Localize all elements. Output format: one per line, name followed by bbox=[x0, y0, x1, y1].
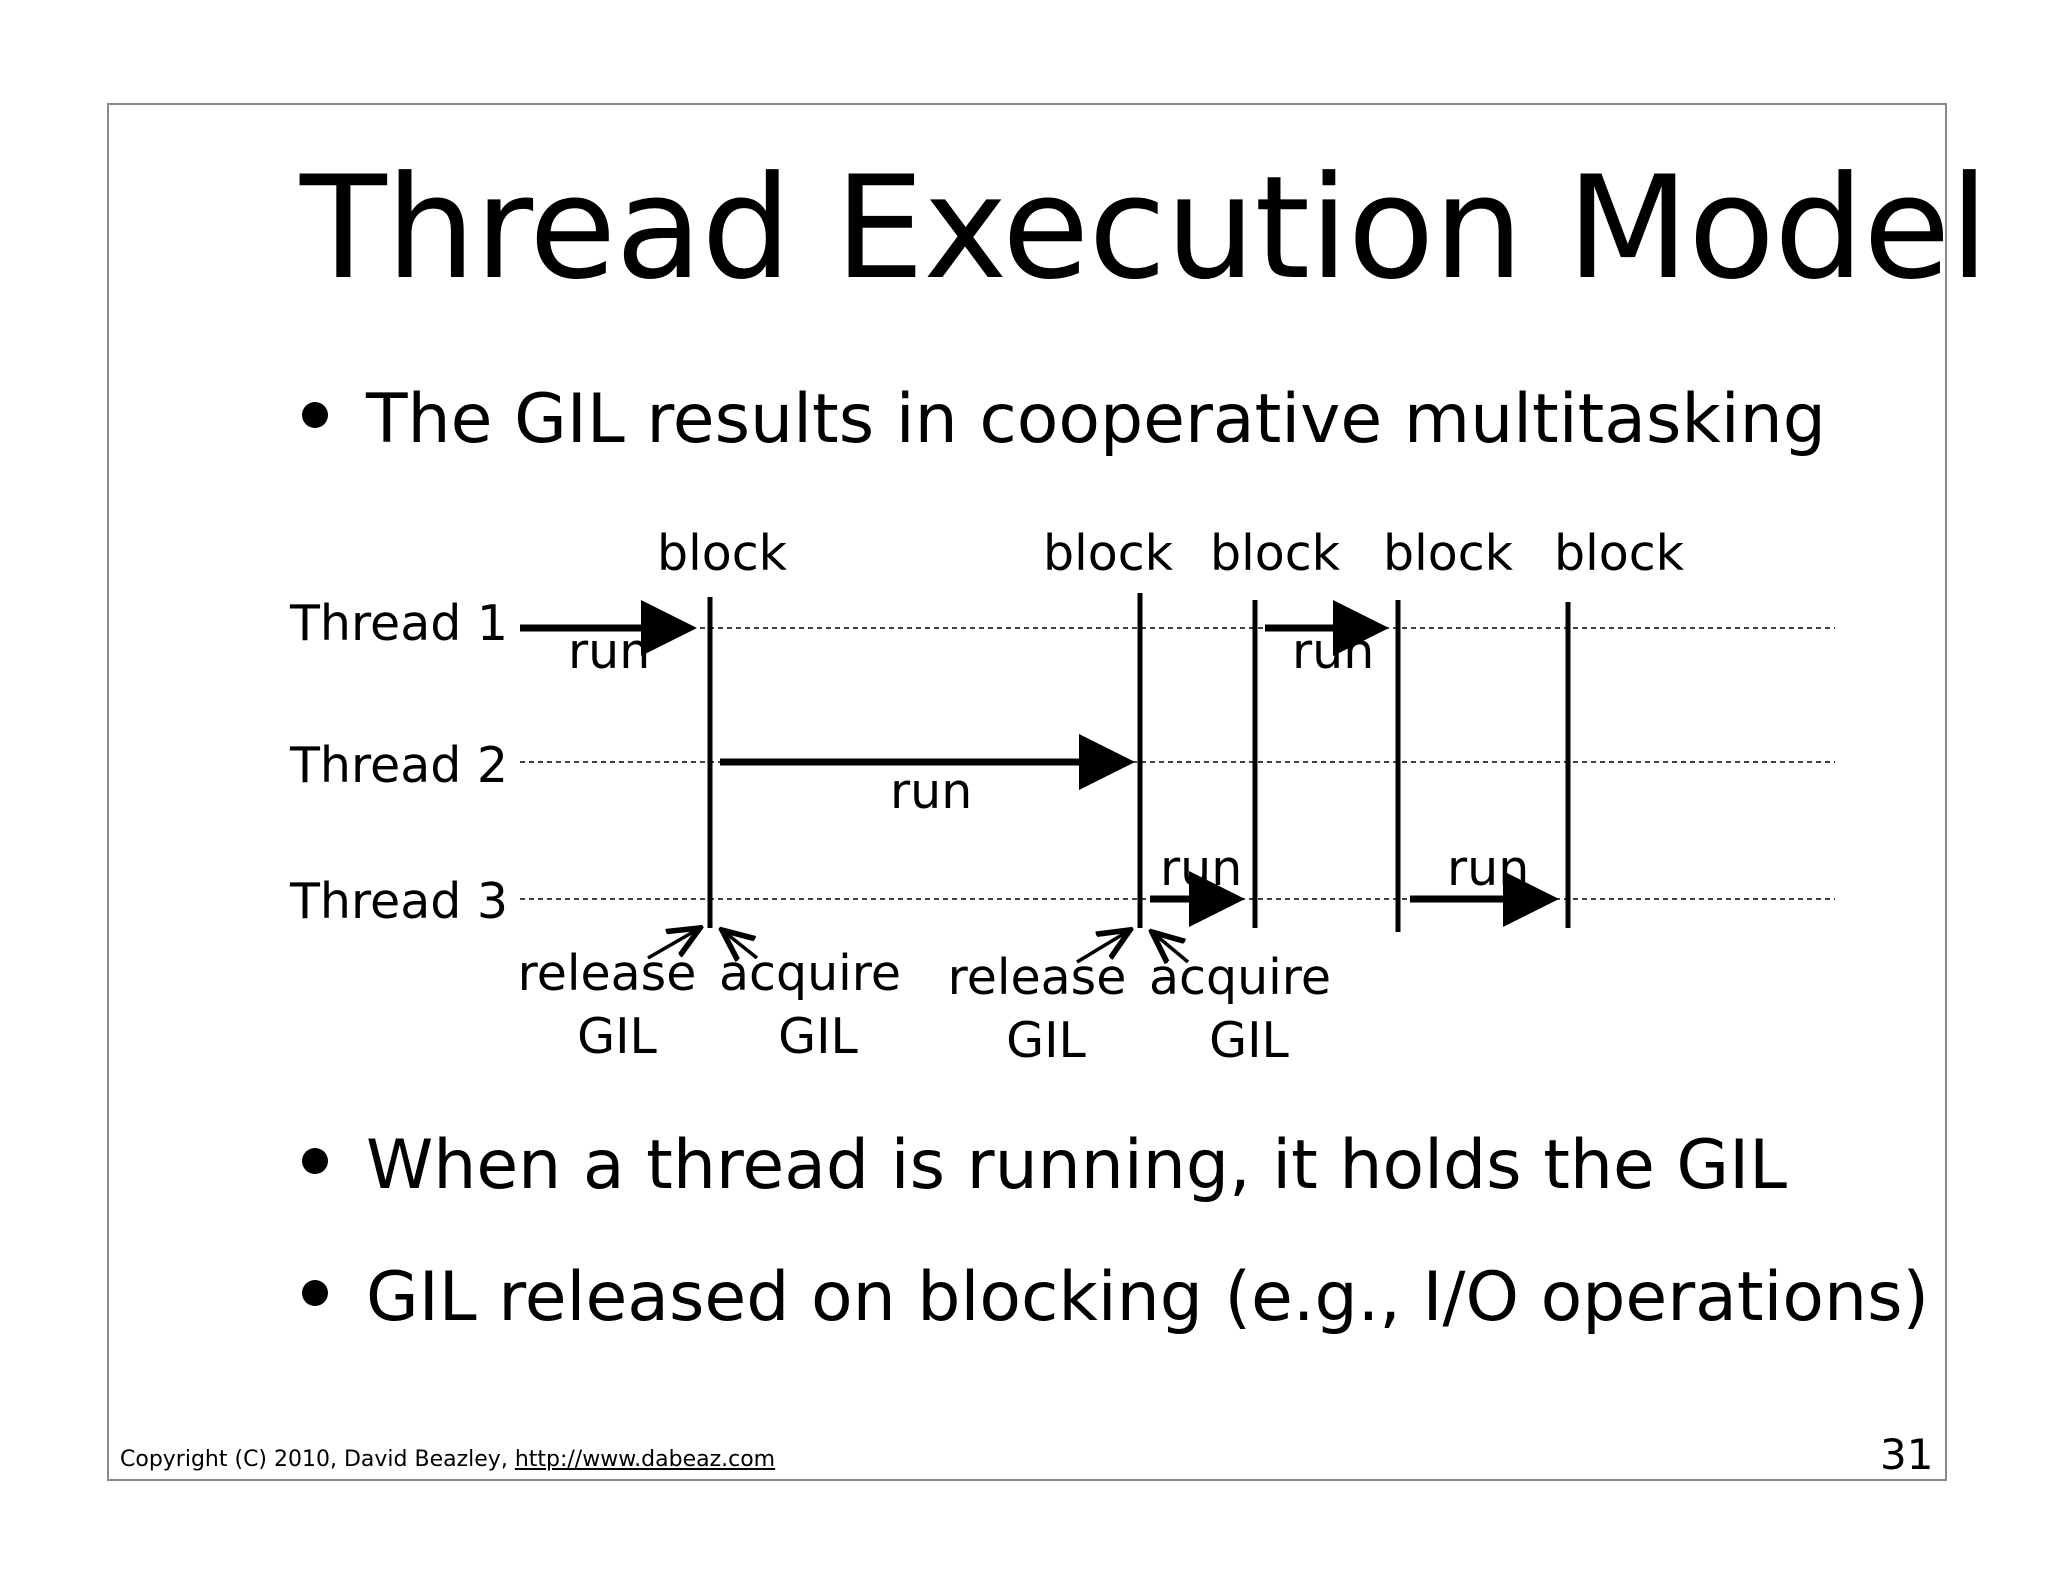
slide-frame bbox=[107, 103, 1947, 1481]
run-label-thread-3-b: run bbox=[1447, 840, 1529, 897]
bullet-3: GIL released on blocking (e.g., I/O oper… bbox=[302, 1264, 1929, 1332]
run-label-thread-2: run bbox=[890, 763, 972, 820]
bullet-1-text: The GIL results in cooperative multitask… bbox=[366, 380, 1826, 459]
block-label-3: block bbox=[1210, 525, 1341, 582]
release-gil-2-line2: GIL bbox=[1006, 1012, 1086, 1069]
release-gil-1-line1: release bbox=[518, 945, 697, 1002]
acquire-gil-1-line2: GIL bbox=[778, 1008, 858, 1065]
bullet-dot-icon bbox=[302, 1148, 328, 1175]
run-label-thread-3-a: run bbox=[1160, 840, 1242, 897]
acquire-gil-pointer-2 bbox=[1152, 932, 1190, 962]
block-label-4: block bbox=[1383, 525, 1514, 582]
acquire-gil-pointer-1 bbox=[722, 930, 759, 958]
block-label-1: block bbox=[657, 525, 788, 582]
slide-title: Thread Execution Model bbox=[300, 146, 1989, 311]
copyright-footer: Copyright (C) 2010, David Beazley, http:… bbox=[120, 1447, 775, 1472]
copyright-text: Copyright (C) 2010, David Beazley, bbox=[120, 1447, 515, 1472]
bullet-dot-icon bbox=[302, 1280, 328, 1307]
release-gil-pointer-1 bbox=[647, 928, 700, 960]
release-gil-pointer-2 bbox=[1076, 930, 1130, 964]
run-label-thread-1-b: run bbox=[1292, 623, 1374, 680]
block-label-2: block bbox=[1043, 525, 1174, 582]
release-gil-1-line2: GIL bbox=[577, 1008, 657, 1065]
acquire-gil-2-line1: acquire bbox=[1149, 949, 1331, 1006]
page-number: 31 bbox=[1880, 1430, 1934, 1479]
bullet-3-text: GIL released on blocking (e.g., I/O oper… bbox=[366, 1258, 1930, 1337]
thread-1-label: Thread 1 bbox=[289, 595, 508, 652]
bullet-1: The GIL results in cooperative multitask… bbox=[302, 386, 1826, 454]
thread-3-label: Thread 3 bbox=[289, 873, 508, 930]
block-label-5: block bbox=[1554, 525, 1685, 582]
run-label-thread-1-a: run bbox=[568, 623, 650, 680]
bullet-2: When a thread is running, it holds the G… bbox=[302, 1132, 1787, 1200]
website-link[interactable]: http://www.dabeaz.com bbox=[514, 1447, 776, 1472]
bullet-2-text: When a thread is running, it holds the G… bbox=[366, 1126, 1788, 1205]
release-gil-2-line1: release bbox=[948, 949, 1127, 1006]
acquire-gil-2-line2: GIL bbox=[1209, 1012, 1289, 1069]
acquire-gil-1-line1: acquire bbox=[719, 945, 901, 1002]
thread-2-label: Thread 2 bbox=[289, 737, 508, 794]
bullet-dot-icon bbox=[302, 402, 328, 429]
